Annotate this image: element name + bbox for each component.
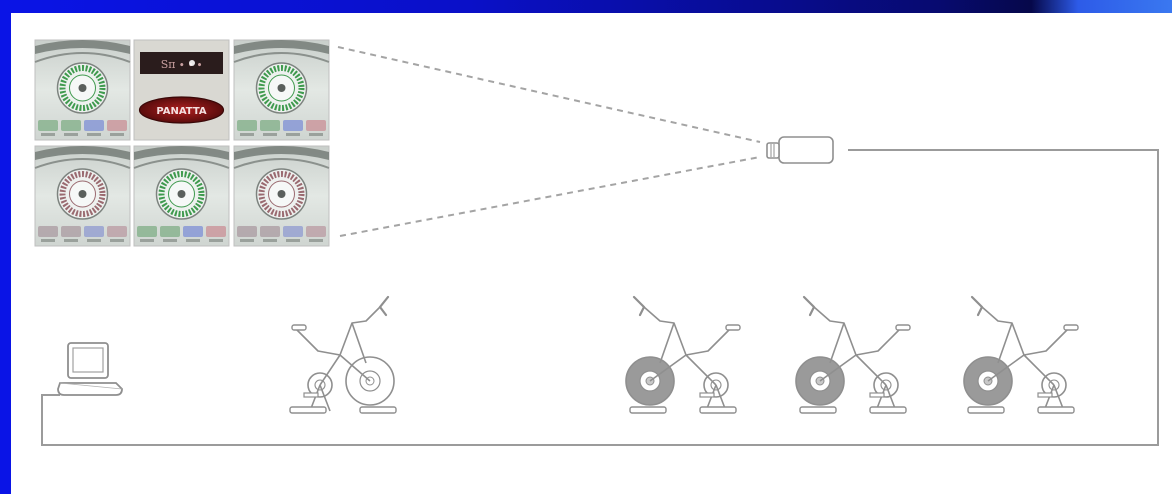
metric-box xyxy=(160,226,180,237)
metric-box xyxy=(38,226,58,237)
metric-box xyxy=(260,120,280,131)
laptop-icon xyxy=(58,343,122,395)
metric-box xyxy=(38,120,58,131)
projection-line-bottom xyxy=(340,157,760,236)
exercise-bike-icon xyxy=(796,297,910,413)
metric-box xyxy=(84,120,104,131)
metric-box xyxy=(183,226,203,237)
metric-box xyxy=(107,226,127,237)
metric-box xyxy=(260,226,280,237)
metric-box xyxy=(206,226,226,237)
metric-box xyxy=(84,226,104,237)
screen-panel xyxy=(35,146,130,246)
screen-panel xyxy=(35,40,130,140)
screen-panel: Sп ∙ ∙ ∙ PANATTA xyxy=(134,40,229,140)
exercise-bike-icon xyxy=(964,297,1078,413)
metric-box xyxy=(306,120,326,131)
metric-box xyxy=(306,226,326,237)
exercise-bike-icon xyxy=(626,297,740,413)
metric-box xyxy=(107,120,127,131)
projector-icon xyxy=(767,137,833,163)
metric-box xyxy=(61,120,81,131)
metric-box xyxy=(61,226,81,237)
metric-box xyxy=(137,226,157,237)
logo-banner-text: Sп ∙ ∙ ∙ xyxy=(161,58,203,71)
screen-panel xyxy=(234,40,329,140)
bike-row xyxy=(290,297,1078,413)
brand-logo-text: PANATTA xyxy=(156,106,207,117)
metric-box xyxy=(283,120,303,131)
metric-box xyxy=(237,120,257,131)
metric-box xyxy=(237,226,257,237)
metric-box xyxy=(283,226,303,237)
screen-panel xyxy=(234,146,329,246)
projection-line-top xyxy=(338,47,760,142)
screen-panel xyxy=(134,146,229,246)
exercise-bike-icon xyxy=(290,297,396,413)
screen-grid: Sп ∙ ∙ ∙ PANATTA xyxy=(35,40,329,246)
